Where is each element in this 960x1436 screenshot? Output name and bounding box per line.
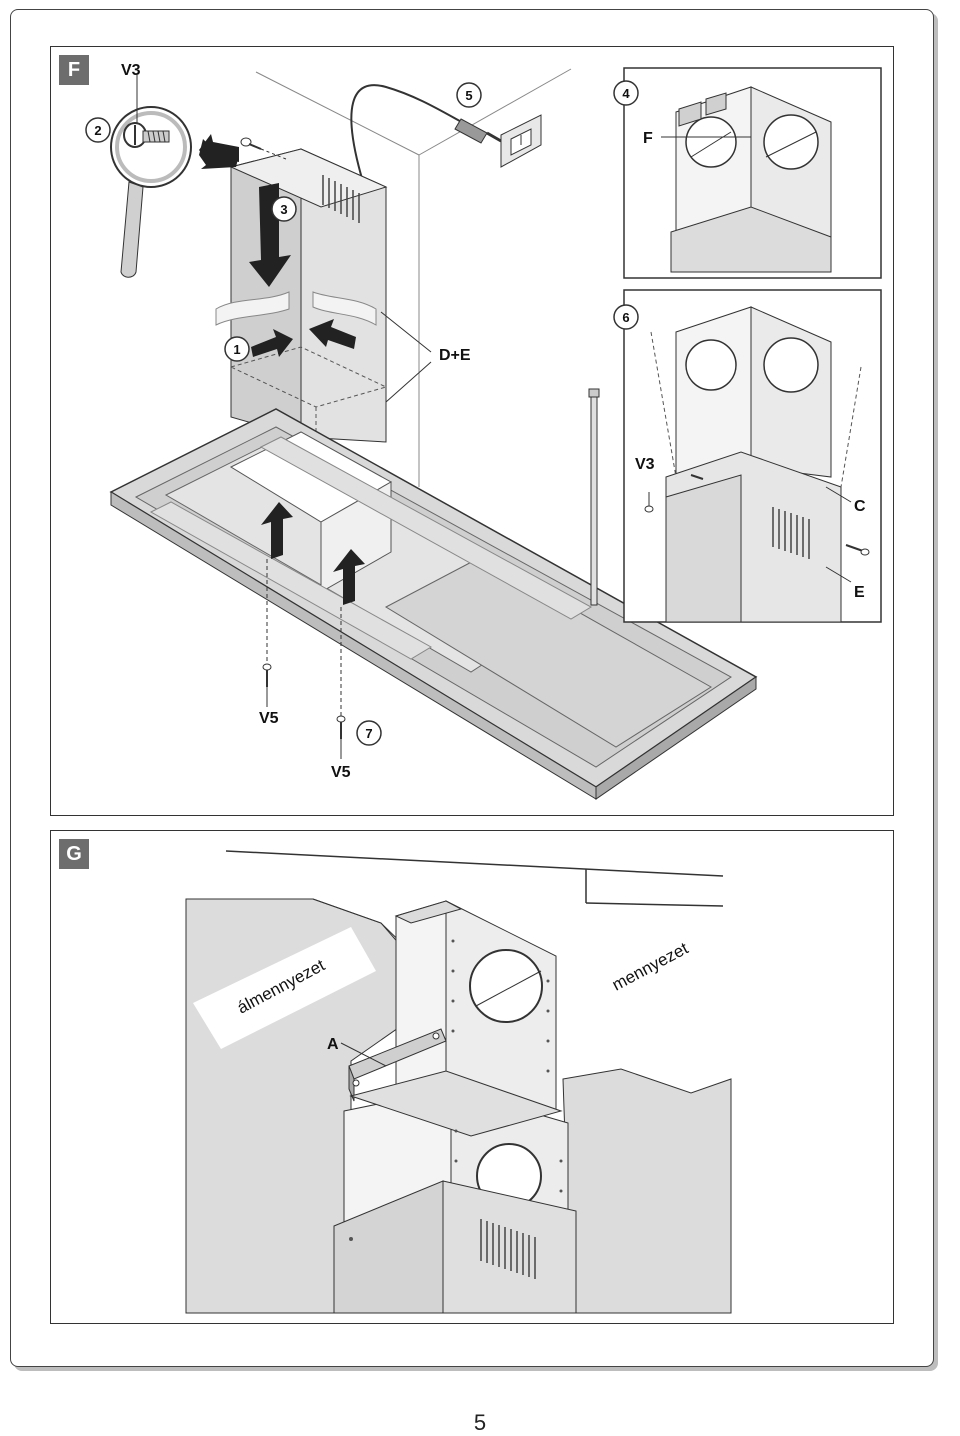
- label-v3-top: V3: [121, 62, 141, 79]
- label-e: E: [854, 584, 865, 601]
- panel-f-illustration: 2 3 5 4 1 6 7 V3 D+E V5 V5 F V3 C E: [85, 62, 882, 800]
- wall-corner: [255, 68, 572, 487]
- step-2-label: 2: [94, 123, 101, 138]
- arrow-up-7b: [333, 549, 365, 605]
- panel-f: 2 3 5 4 1 6 7 V3 D+E V5 V5 F V3 C E F: [50, 46, 894, 816]
- label-d-plus-e: D+E: [439, 347, 471, 364]
- arrow-left-1: [309, 319, 356, 349]
- chimney-upper: [229, 148, 388, 443]
- panel-g: álmennyezet mennyezet A G: [50, 830, 894, 1324]
- arrow-up-7a: [261, 502, 293, 559]
- arrow-down-3: [249, 183, 291, 287]
- adhesive-tape-strips: [215, 291, 377, 326]
- step-3-label: 3: [280, 202, 287, 217]
- arrow-left-2: [199, 134, 239, 169]
- inset-4-frame-structure: [661, 86, 832, 273]
- panel-f-tag: F: [59, 55, 89, 85]
- label-v3-inset: V3: [635, 456, 655, 473]
- chimney-lower-part: [333, 1180, 577, 1314]
- screw-v3-inset-icon: [644, 474, 704, 513]
- label-ceiling: mennyezet: [609, 939, 692, 995]
- label-v5-right: V5: [331, 764, 351, 781]
- plug-icon: [454, 118, 488, 144]
- support-rod: [588, 388, 600, 606]
- label-v5-left: V5: [259, 710, 279, 727]
- screw-v5-left-icon: [262, 559, 272, 707]
- step-4-label: 4: [622, 86, 630, 101]
- label-a: A: [327, 1036, 339, 1053]
- step-7-label: 7: [365, 726, 372, 741]
- label-c: C: [854, 498, 866, 515]
- step-circles: [85, 80, 639, 746]
- inset-6-frame-structure: [644, 306, 870, 623]
- false-ceiling-label-card: [193, 927, 376, 1049]
- panel-g-illustration: álmennyezet mennyezet A: [185, 850, 732, 1314]
- screw-magnified-icon: [123, 122, 170, 148]
- magnifier-icon: [110, 75, 192, 278]
- step-6-label: 6: [622, 310, 629, 325]
- wall-socket-icon: [500, 114, 542, 168]
- screw-v5-right-icon: [336, 607, 346, 759]
- label-f: F: [643, 130, 653, 147]
- screw-v3-icon: [240, 137, 287, 160]
- panel-g-tag: G: [59, 839, 89, 869]
- step-5-label: 5: [465, 88, 472, 103]
- screw-c-icon: [845, 544, 870, 556]
- page-number: 5: [473, 1410, 487, 1435]
- power-cord: [350, 84, 502, 183]
- de-callout-lines: [380, 311, 432, 403]
- real-ceiling: [225, 850, 724, 907]
- arrow-right-1: [251, 329, 293, 357]
- step-1-label: 1: [233, 342, 240, 357]
- bracket-a: [340, 1028, 447, 1102]
